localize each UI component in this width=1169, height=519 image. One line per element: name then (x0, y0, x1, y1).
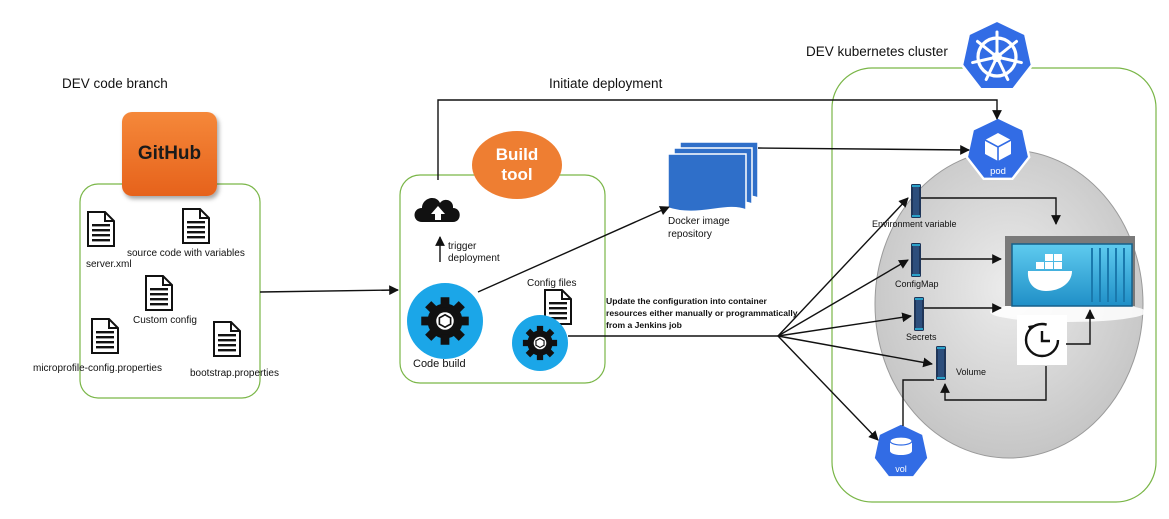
cloud-upload-icon (414, 197, 460, 222)
connectors (259, 99, 1095, 441)
update-line2: resources either manually or programmati… (606, 308, 798, 318)
configmap-icon (911, 243, 921, 277)
build-tool-line1: Build (495, 144, 539, 164)
bootstrap-label: bootstrap.properties (190, 368, 279, 379)
vol-label: vol (895, 464, 907, 474)
docker-container-icon (990, 236, 1146, 322)
microprofile-label: microprofile-config.properties (33, 363, 162, 374)
dev-code-branch-label: DEV code branch (62, 76, 168, 91)
volume-label: Volume (956, 367, 987, 377)
document-icon (91, 318, 119, 354)
server-xml-label: server.xml (86, 259, 132, 270)
source-code-label: source code with variables (127, 248, 245, 259)
kubernetes-helm-icon (960, 19, 1034, 91)
volume-icon (936, 346, 946, 380)
secrets-icon (914, 297, 924, 331)
cube-icon (965, 116, 1031, 181)
document-icon (213, 321, 241, 357)
update-line1: Update the configuration into container (606, 296, 767, 306)
code-build-label: Code build (413, 358, 466, 370)
cylinder-icon (872, 422, 930, 479)
gear-icon (512, 315, 568, 371)
github-label: GitHub (137, 143, 202, 164)
config-files-label: Config files (527, 278, 577, 289)
github-logo: GitHub (122, 112, 217, 196)
env-variable-icon (911, 184, 921, 218)
build-tool-badge: Build tool (472, 131, 562, 199)
document-icon (182, 208, 210, 244)
build-tool-line2: tool (501, 165, 533, 184)
secrets-label: Secrets (906, 332, 937, 342)
docker-repo-line1: Docker image (668, 216, 730, 227)
trigger-line1: trigger (448, 241, 477, 252)
docker-repo-line2: repository (668, 229, 712, 240)
docker-repo-icon (667, 141, 759, 213)
document-icon (87, 211, 115, 247)
gear-icon (407, 283, 483, 359)
custom-config-label: Custom config (133, 315, 197, 326)
clock-rotate-icon (1017, 315, 1067, 365)
initiate-deployment-label: Initiate deployment (549, 76, 663, 91)
update-line3: from a Jenkins job (606, 320, 682, 330)
trigger-line2: deployment (448, 253, 500, 264)
pod-label: pod (990, 166, 1006, 177)
document-icon (145, 275, 173, 311)
configmap-label: ConfigMap (895, 279, 939, 289)
dev-cluster-label: DEV kubernetes cluster (806, 44, 948, 59)
env-variable-label: Environment variable (872, 219, 957, 229)
